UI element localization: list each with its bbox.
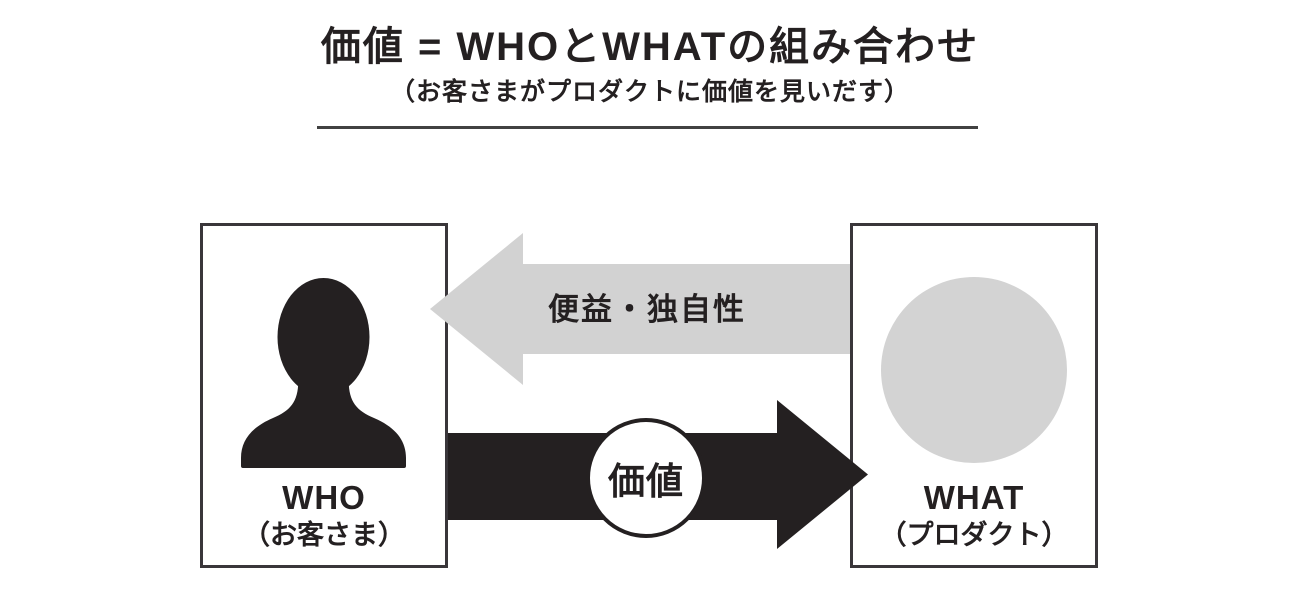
- product-circle-icon: [881, 277, 1067, 463]
- value-circle-badge: 価値: [586, 418, 706, 538]
- benefit-arrow-left-icon: [430, 233, 853, 385]
- who-label: WHO: [282, 479, 366, 516]
- title-underline: [317, 126, 978, 129]
- diagram-title: 価値 = WHOとWHATの組み合わせ: [320, 25, 980, 69]
- who-box: WHO （お客さま）: [200, 223, 448, 568]
- what-sublabel: （プロダクト）: [879, 520, 1069, 550]
- who-box-label: WHO （お客さま）: [203, 479, 445, 553]
- person-silhouette-icon: [241, 278, 406, 468]
- benefit-arrow-label: 便益・独自性: [548, 292, 746, 327]
- who-sublabel: （お客さま）: [243, 520, 405, 550]
- value-label: 価値: [608, 461, 684, 502]
- what-label: WHAT: [923, 479, 1025, 516]
- what-box-label: WHAT （プロダクト）: [853, 479, 1095, 553]
- what-box: WHAT （プロダクト）: [850, 223, 1098, 568]
- diagram-subtitle: （お客さまがプロダクトに価値を見いだす）: [389, 78, 910, 106]
